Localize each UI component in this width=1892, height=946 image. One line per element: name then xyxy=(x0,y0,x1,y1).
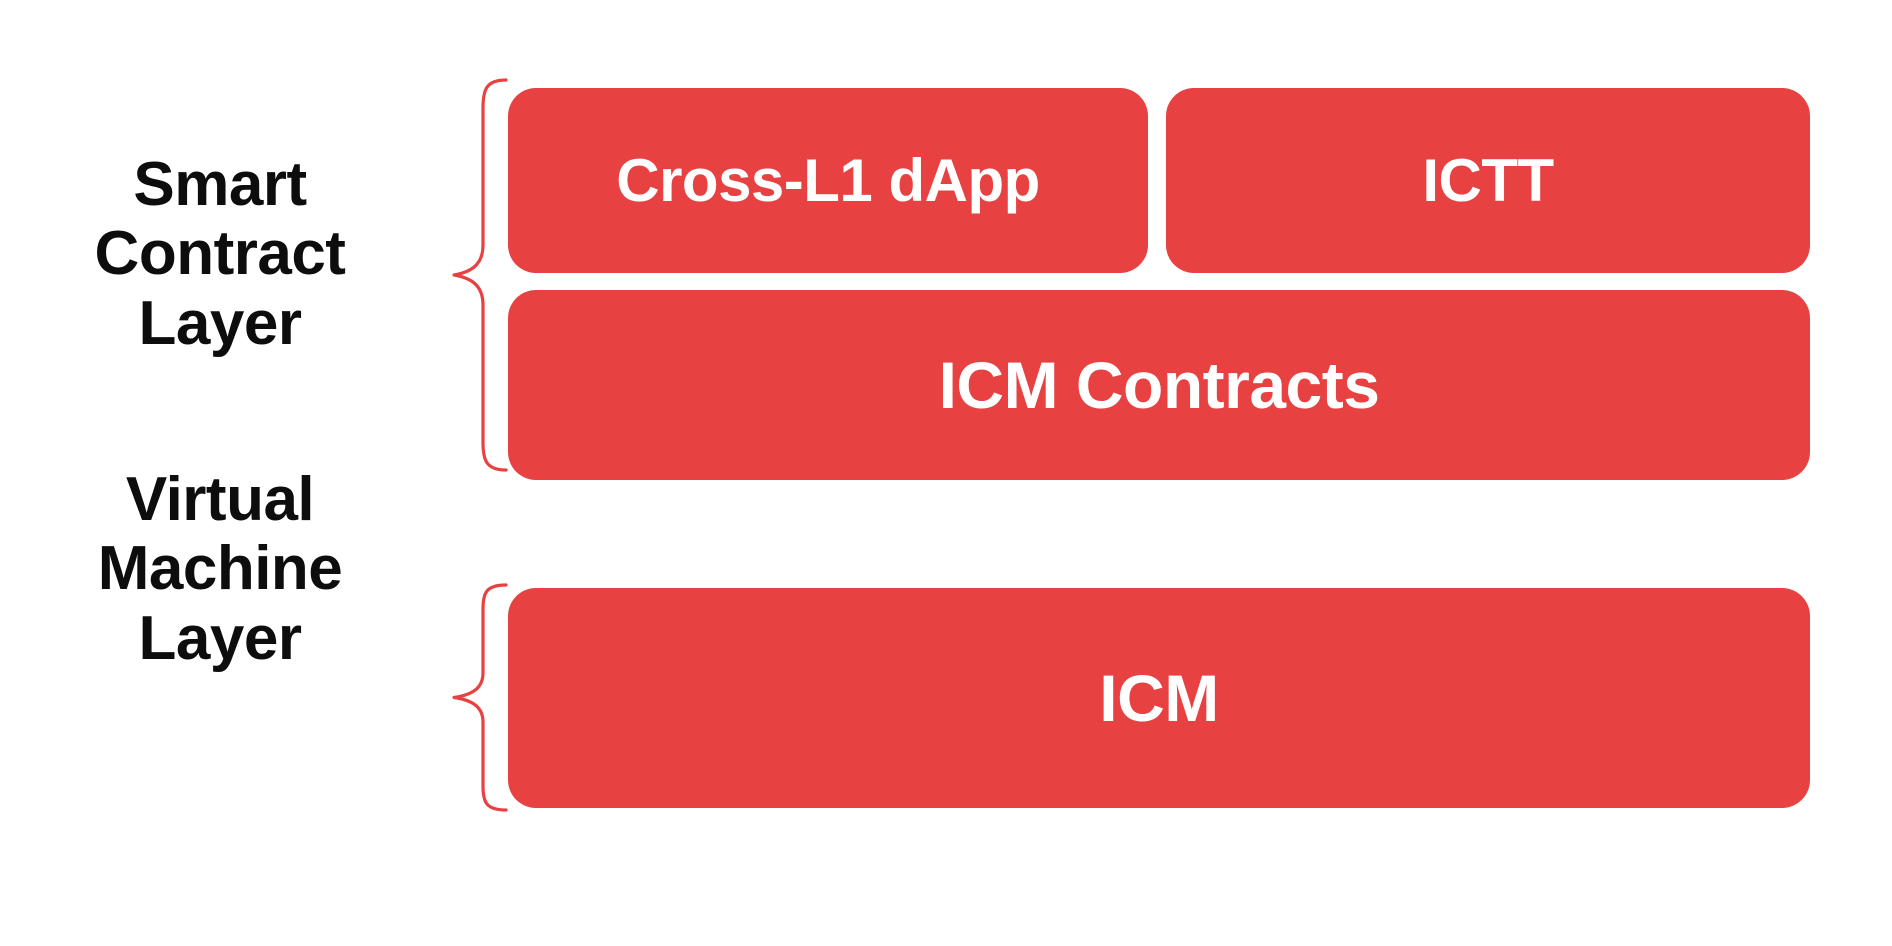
node-label-cross-l1-dapp: Cross-L1 dApp xyxy=(616,146,1040,214)
node-box-ictt[interactable]: ICTT xyxy=(1166,88,1810,273)
node-box-cross-l1-dapp[interactable]: Cross-L1 dApp xyxy=(508,88,1148,273)
layer-label-smart-contract: Smart Contract Layer xyxy=(94,150,346,358)
node-label-ictt: ICTT xyxy=(1422,146,1554,214)
layer-label-virtual-machine: Virtual Machine Layer xyxy=(97,465,343,673)
node-box-icm-contracts[interactable]: ICM Contracts xyxy=(508,290,1810,480)
node-label-icm: ICM xyxy=(1099,661,1219,735)
node-box-icm[interactable]: ICM xyxy=(508,588,1810,808)
node-label-icm-contracts: ICM Contracts xyxy=(938,348,1380,422)
